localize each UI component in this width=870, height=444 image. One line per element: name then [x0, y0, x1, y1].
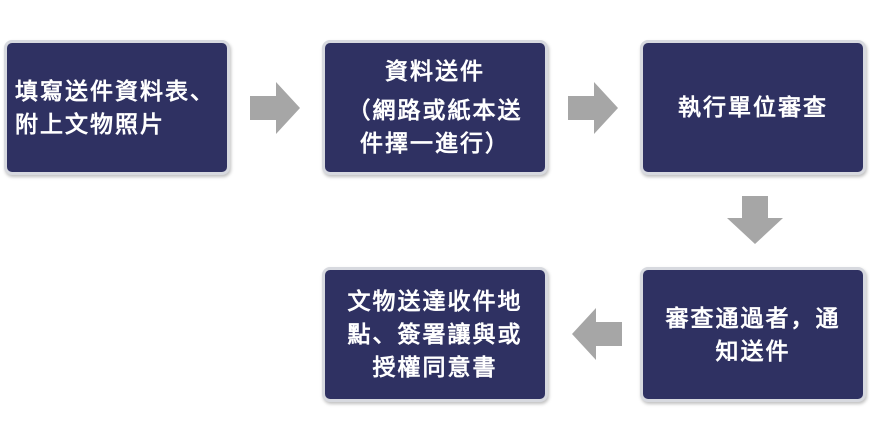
step-submit-line-3: 件擇一進行）: [360, 130, 510, 157]
step-review-box: 執行單位審查: [640, 40, 866, 175]
step-fill-form-line-1: 填寫送件資料表、: [15, 77, 215, 105]
step-fill-form-box: 填寫送件資料表、 附上文物照片: [4, 40, 230, 175]
step-notify-line-1: 審查通過者，通: [665, 304, 841, 332]
step-deliver-box: 文物送達收件地 點、簽署讓與或 授權同意書: [322, 267, 548, 402]
step-submit-line-2: （網路或紙本送: [347, 97, 523, 124]
step-submit-line-1: 資料送件: [385, 58, 485, 85]
arrow-right-icon: [250, 82, 300, 134]
step-submit-box: 資料送件 （網路或紙本送 件擇一進行）: [322, 40, 548, 175]
step-deliver-line-1: 文物送達收件地: [347, 288, 523, 315]
step-notify-line-2: 知送件: [715, 337, 791, 365]
step-deliver-line-2: 點、簽署讓與或: [347, 321, 523, 348]
step-notify-box: 審查通過者，通 知送件: [640, 267, 866, 402]
step-review-label: 執行單位審查: [678, 94, 828, 121]
arrow-down-icon: [727, 196, 783, 244]
arrow-right-icon: [568, 82, 618, 134]
step-fill-form-line-2: 附上文物照片: [15, 110, 165, 138]
arrow-left-icon: [572, 308, 622, 360]
step-deliver-line-3: 授權同意書: [372, 354, 498, 381]
